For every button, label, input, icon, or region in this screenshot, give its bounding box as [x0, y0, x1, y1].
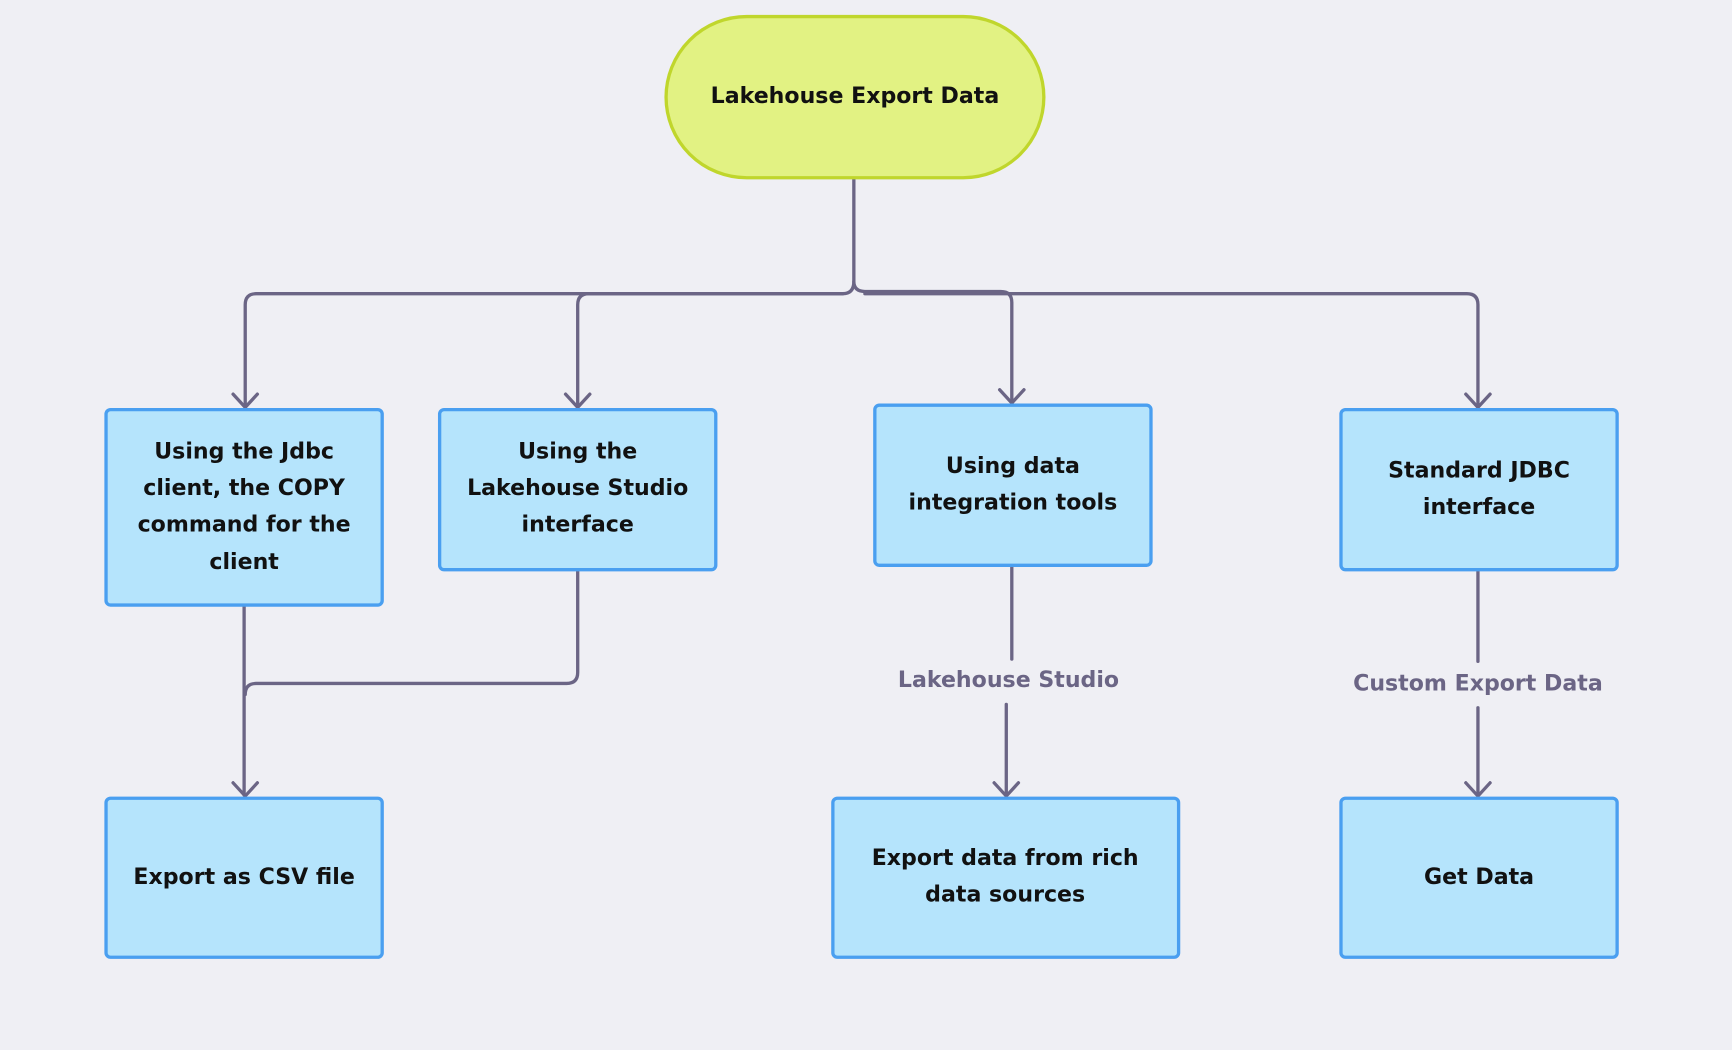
- arrowhead-icon: [231, 392, 260, 410]
- node-label: Export data from rich: [872, 846, 1139, 871]
- arrowhead-icon: [997, 388, 1026, 405]
- node-label: Lakehouse Studio: [467, 476, 688, 501]
- edges: [231, 176, 1492, 798]
- node-label: interface: [1423, 495, 1535, 520]
- edge-root-to-integration: [852, 279, 1014, 404]
- node-shape: [104, 407, 384, 607]
- node-label: Using data: [946, 454, 1080, 479]
- node-label: integration tools: [909, 490, 1118, 515]
- node-shape: [1339, 407, 1619, 572]
- node-label: interface: [522, 513, 634, 538]
- node-rich-sources[interactable]: Export data from rich data sources: [831, 796, 1181, 959]
- arrowhead-icon: [1464, 781, 1492, 798]
- root-node-label: Lakehouse Export Data: [711, 84, 1000, 109]
- node-shape: [104, 796, 384, 959]
- node-label: data sources: [925, 882, 1085, 907]
- edge-label-custom-export-data: Custom Export Data: [1353, 672, 1603, 697]
- node-studio[interactable]: Using the Lakehouse Studio interface: [437, 407, 718, 572]
- node-label: Using the: [518, 440, 637, 465]
- edge-label-lakehouse-studio: Lakehouse Studio: [898, 668, 1119, 693]
- arrowhead-icon: [231, 781, 260, 798]
- node-shape: [831, 796, 1181, 959]
- node-label: Get Data: [1424, 865, 1534, 890]
- node-label: client, the COPY: [143, 476, 346, 501]
- arrowhead-icon: [992, 781, 1021, 798]
- node-label: command for the: [138, 513, 351, 538]
- arrowhead-icon: [563, 392, 592, 410]
- node-label: Standard JDBC: [1388, 458, 1570, 483]
- root-node-shape: [664, 14, 1046, 180]
- root-node[interactable]: Lakehouse Export Data: [664, 14, 1046, 180]
- node-shape: [873, 403, 1153, 567]
- node-standard-jdbc[interactable]: Standard JDBC interface: [1339, 407, 1619, 572]
- edge-studio-to-csv: [243, 568, 580, 697]
- edge-root-to-standard-jdbc: [863, 292, 1480, 408]
- node-csv[interactable]: Export as CSV file: [104, 796, 384, 959]
- node-label: Using the Jdbc: [154, 440, 334, 465]
- node-shape: [1339, 796, 1619, 959]
- node-label: client: [209, 550, 279, 575]
- node-label: Export as CSV file: [133, 865, 354, 890]
- arrowhead-icon: [1464, 392, 1492, 410]
- node-jdbc-copy[interactable]: Using the Jdbc client, the COPY command …: [104, 407, 384, 607]
- node-get-data[interactable]: Get Data: [1339, 796, 1619, 959]
- node-shape: [437, 407, 718, 572]
- node-integration[interactable]: Using data integration tools: [873, 403, 1153, 567]
- edge-root-to-studio: [576, 292, 845, 408]
